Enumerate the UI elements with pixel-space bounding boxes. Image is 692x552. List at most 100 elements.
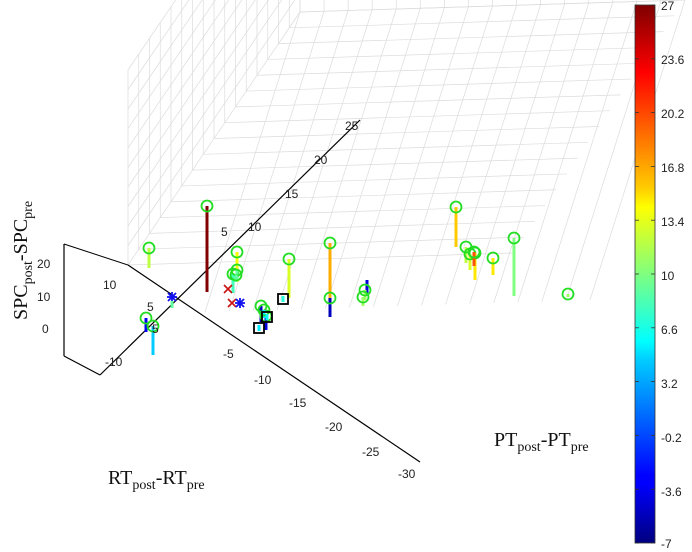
floor-grid-line [213, 126, 600, 139]
floor-grid-line [204, 11, 301, 313]
z-tick-label: 0 [42, 322, 49, 336]
wall-grid-line [127, 0, 269, 207]
x-axis-line [99, 119, 361, 376]
wall-grid-line [127, 0, 216, 129]
stem-circle-marker [139, 311, 153, 325]
y-tick-label: -20 [325, 420, 343, 434]
floor-grid-line [421, 5, 517, 306]
floor-grid-line [181, 173, 567, 187]
colorbar-tick-label: -7 [661, 537, 672, 551]
floor-grid-line [160, 205, 546, 218]
wall-grid-line [127, 0, 296, 246]
stem-circle-marker [323, 291, 337, 305]
stem-circle-marker [142, 241, 156, 255]
colorbar-tick-label: 27 [661, 0, 675, 13]
x-tick-label: 25 [345, 119, 359, 133]
floor-grid-line [246, 78, 632, 92]
floor-grid-line [517, 2, 614, 303]
floor-grid-line [541, 1, 638, 302]
z-axis-top-line [63, 243, 129, 266]
floor-grid-line [276, 9, 373, 310]
data-stems [139, 199, 575, 355]
x-tick-label: 10 [103, 278, 117, 292]
floor-grid-line [203, 141, 589, 155]
floor-grid-line [127, 252, 514, 266]
y-axis-title: PTpost-PTpre [494, 429, 589, 455]
colorbar-tick-label: 10 [661, 269, 675, 283]
wall-grid-line [127, 0, 203, 110]
colorbar-tick-label: 20.2 [661, 107, 685, 121]
z-axis-base-line [63, 355, 101, 376]
colorbar: 27 23.6 20.2 16.8 13.4 10 6.6 3.2 -0.2 -… [634, 0, 685, 551]
stem-circle-marker [358, 283, 372, 297]
floor-grid-line [278, 31, 664, 44]
colorbar-tick-label: 23.6 [661, 53, 685, 67]
floor-grid-line [252, 10, 349, 311]
star-marker [235, 298, 245, 308]
x-tick-label: 20 [314, 153, 328, 167]
wall-grid-line [299, 0, 686, 13]
wall-grid-line [127, 0, 177, 71]
x-tick-label: 5 [147, 300, 154, 314]
y-tick-label: -25 [362, 445, 380, 459]
y-tick-label: -30 [398, 467, 416, 481]
colorbar-tick-label: -3.6 [661, 485, 682, 499]
grid-panels [127, 0, 686, 313]
stem-circle-marker [230, 245, 244, 259]
colorbar-tick-label: 6.6 [661, 323, 678, 337]
floor-grid-line [445, 4, 541, 305]
wall-grid-line [127, 0, 256, 188]
wall-grid-line [127, 0, 230, 149]
stem-circle-marker [229, 268, 243, 282]
colorbar-tick-label: 13.4 [661, 215, 685, 229]
colorbar-tick-label: -0.2 [661, 431, 682, 445]
wall-grid-line [127, 11, 301, 266]
wall-grid-line [127, 0, 283, 227]
floor-grid-line [170, 189, 557, 203]
square-marker [277, 293, 289, 305]
floor-grid-line [235, 94, 621, 108]
stem-circle-marker [257, 303, 271, 317]
wall-grid-line [127, 0, 190, 90]
y-tick-label: -15 [289, 396, 307, 410]
stem-circle-marker [449, 200, 463, 214]
x-tick-label: 10 [248, 220, 262, 234]
z-tick-label: -10 [105, 355, 123, 369]
floor-grid-line [469, 3, 566, 304]
colorbar-tick-label: 16.8 [661, 161, 685, 175]
y-tick-label: -10 [254, 373, 272, 387]
cross-marker [227, 298, 237, 308]
floor-grid-line [493, 2, 590, 304]
x-tick-label: 15 [285, 187, 299, 201]
y-tick-label: -5 [223, 347, 234, 361]
z-axis-title: SPCpost-SPCpre [10, 201, 36, 320]
cross-marker [223, 284, 233, 294]
floor-grid-line [192, 157, 578, 171]
floor-grid-line [349, 7, 445, 308]
floor-grid-line [397, 5, 493, 307]
z-tick-label: 20 [37, 257, 51, 271]
square-marker [261, 311, 273, 323]
stem-circle-marker [467, 245, 481, 259]
stem-circle-marker [561, 287, 575, 301]
stem-circle-marker [146, 319, 160, 333]
floor-grid-line [224, 110, 610, 124]
floor-grid-line [228, 11, 325, 312]
stem-circle-marker [200, 199, 214, 213]
stem-circle-marker [356, 290, 370, 304]
floor-grid-line [373, 6, 469, 307]
floor-grid-line [256, 62, 643, 76]
floor-grid-line [300, 8, 397, 310]
z-tick-label: 10 [37, 290, 51, 304]
x-axis-title: RTpost-RTpre [108, 467, 205, 493]
colorbar-tick-label: 3.2 [661, 377, 678, 391]
floor-grid-line [149, 221, 535, 234]
floor-grid-line [289, 15, 675, 29]
y-tick-label: 5 [152, 322, 159, 336]
star-marker [167, 292, 177, 302]
stem-circle-marker [282, 252, 296, 266]
stem-circle-marker [486, 251, 500, 265]
wall-grid-line [127, 0, 243, 168]
floor-grid-line [267, 47, 653, 60]
